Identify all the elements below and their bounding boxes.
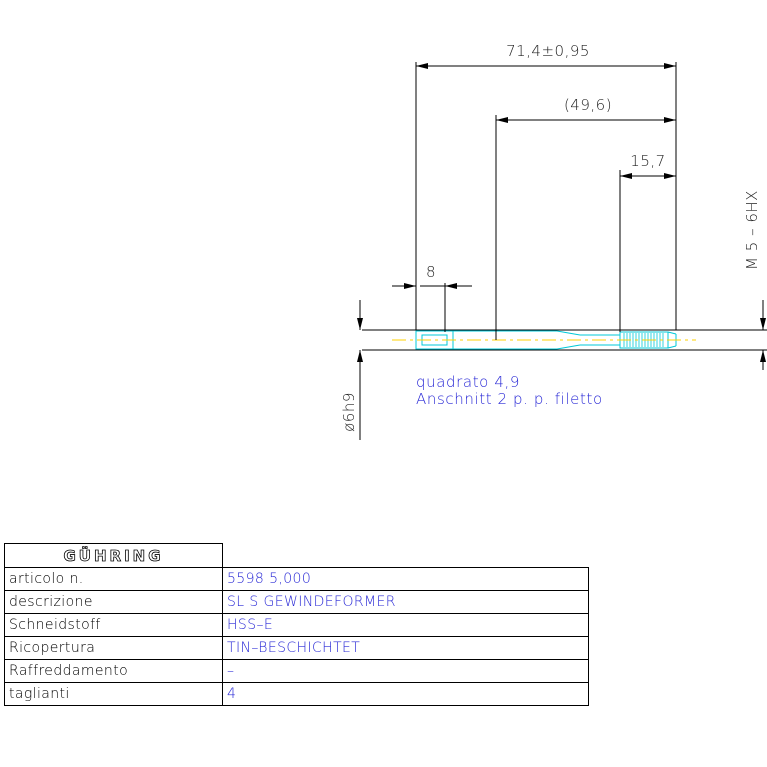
extension-lines (415, 62, 677, 340)
brand-logo-cell: GÜHRING (4, 543, 223, 568)
row-label: taglianti (4, 682, 223, 706)
table-row: Raffreddamento – (4, 659, 589, 683)
table-row: taglianti 4 (4, 682, 589, 706)
row-value: 5598 5,000 (222, 567, 589, 591)
row-label: Ricopertura (4, 636, 223, 660)
table-row: Schneidstoff HSS–E (4, 613, 589, 637)
table-row: descrizione SL S GEWINDEFORMER (4, 590, 589, 614)
shank-ref-length-dim: (49,6) (564, 96, 612, 114)
dimension-lines (357, 63, 766, 440)
square-length-dim: 8 (426, 263, 436, 281)
shank-diameter-dim: ø6h9 (340, 392, 358, 432)
row-value: HSS–E (222, 613, 589, 637)
row-value: 4 (222, 682, 589, 706)
overall-length-dim: 71,4±0,95 (506, 42, 590, 60)
brand-logo: GÜHRING (63, 546, 164, 565)
note-chamfer: Anschnitt 2 p. p. filetto (416, 390, 603, 408)
tool-outline (362, 329, 767, 351)
note-square: quadrato 4,9 (416, 373, 520, 391)
row-value: SL S GEWINDEFORMER (222, 590, 589, 614)
thread-length-dim: 15,7 (630, 152, 665, 170)
row-label: articolo n. (4, 567, 223, 591)
row-label: Raffreddamento (4, 659, 223, 683)
table-header-row: GÜHRING (4, 543, 589, 568)
header-blank-cell (222, 543, 589, 568)
title-block-table: GÜHRING articolo n. 5598 5,000 descrizio… (4, 543, 589, 706)
row-value: TIN–BESCHICHTET (222, 636, 589, 660)
row-label: descrizione (4, 590, 223, 614)
table-row: Ricopertura TIN–BESCHICHTET (4, 636, 589, 660)
row-value: – (222, 659, 589, 683)
thread-spec-dim: M 5 – 6HX (743, 190, 761, 270)
row-label: Schneidstoff (4, 613, 223, 637)
table-row: articolo n. 5598 5,000 (4, 567, 589, 591)
